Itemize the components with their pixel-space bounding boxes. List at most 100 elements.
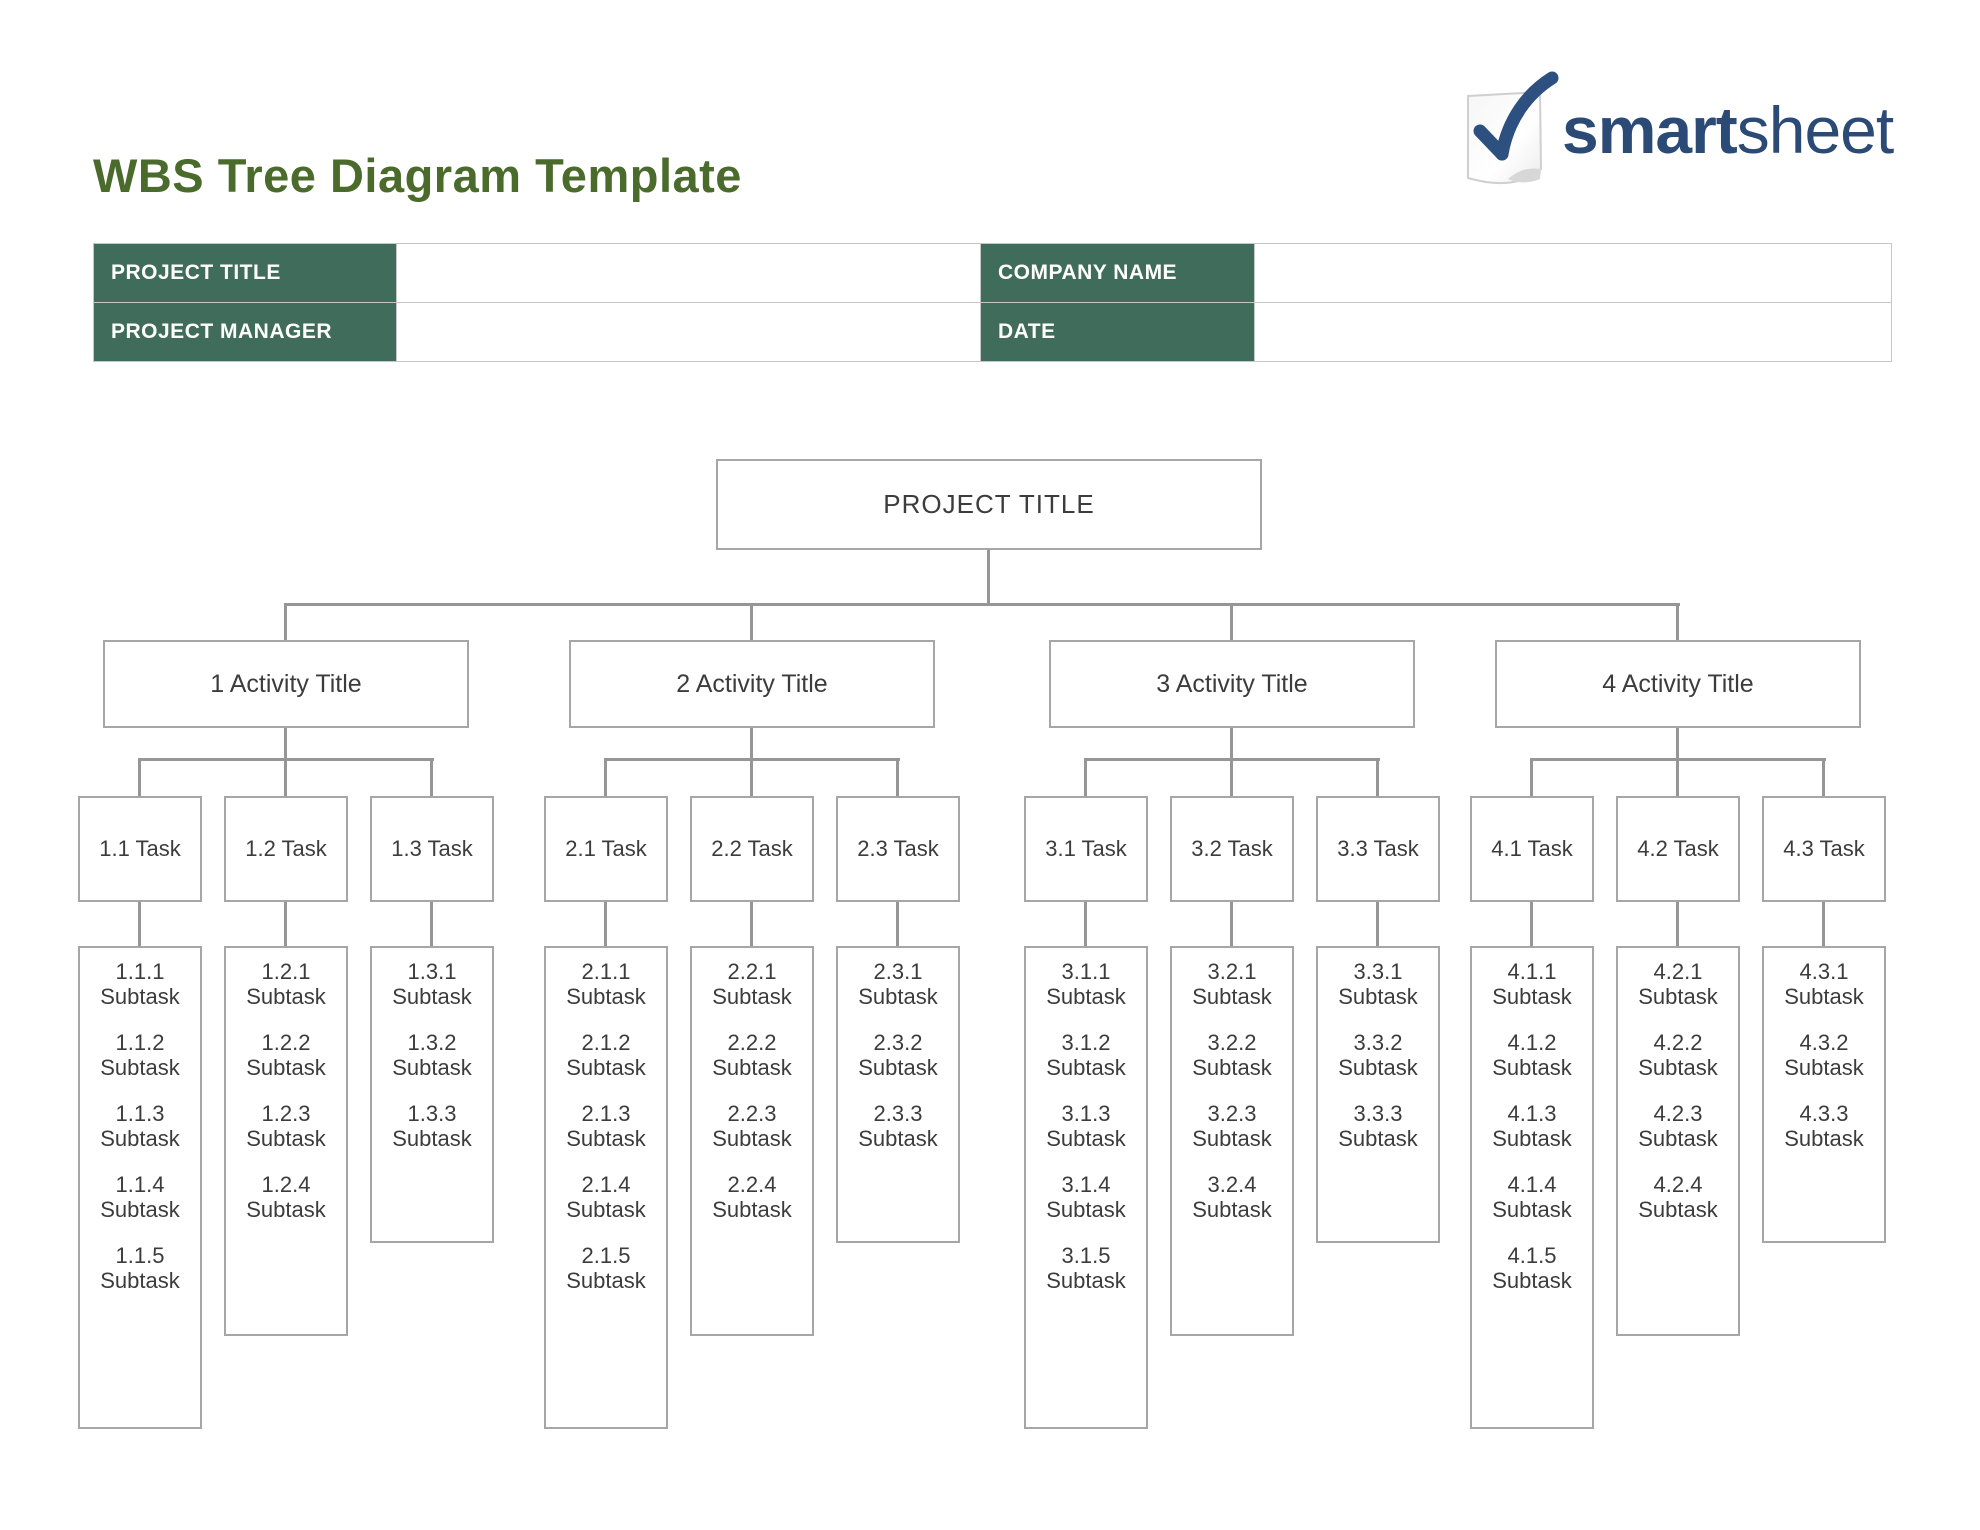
connector-subtask-stub	[430, 902, 433, 946]
project-info-table: PROJECT TITLE COMPANY NAME PROJECT MANAG…	[93, 243, 1892, 362]
subtask-word: Subtask	[1784, 1126, 1864, 1151]
subtask-word: Subtask	[100, 1197, 180, 1222]
subtask-id: 1.2.1	[261, 959, 311, 984]
subtask-id: 1.2.2	[261, 1030, 311, 1055]
subtask-word: Subtask	[566, 1055, 646, 1080]
activity-node-1: 1 Activity Title	[103, 640, 469, 728]
task-node-3-2: 3.2 Task	[1170, 796, 1294, 902]
root-node: PROJECT TITLE	[716, 459, 1262, 550]
activity-node-2: 2 Activity Title	[569, 640, 935, 728]
subtask-word: Subtask	[712, 1126, 792, 1151]
connector-task-stub	[896, 758, 899, 796]
subtask-id: 4.1.2	[1507, 1030, 1557, 1055]
connector-subtask-stub	[896, 902, 899, 946]
connector-level1-horizontal	[284, 603, 1680, 606]
subtask-id: 3.2.1	[1207, 959, 1257, 984]
subtask-id: 2.1.4	[581, 1172, 631, 1197]
connector-group2-trunk	[750, 728, 753, 758]
root-node-label: PROJECT TITLE	[883, 489, 1095, 519]
subtask-id: 3.3.3	[1353, 1101, 1403, 1126]
connector-task-stub	[1084, 758, 1087, 796]
project-title-value-cell[interactable]	[396, 243, 981, 303]
subtask-word: Subtask	[1046, 984, 1126, 1009]
task-label: 3.3 Task	[1337, 836, 1419, 861]
subtask-word: Subtask	[1046, 1268, 1126, 1293]
connector-activity1-stub	[284, 603, 287, 640]
subtask-word: Subtask	[1492, 1126, 1572, 1151]
connector-subtask-stub	[1084, 902, 1087, 946]
subtask-id: 2.1.5	[581, 1243, 631, 1268]
subtask-id: 4.1.1	[1507, 959, 1557, 984]
connector-task-stub	[430, 758, 433, 796]
task-label: 4.3 Task	[1783, 836, 1865, 861]
subtask-word: Subtask	[246, 1197, 326, 1222]
subtask-word: Subtask	[858, 1055, 938, 1080]
company-name-value-cell[interactable]	[1254, 243, 1892, 303]
date-value-cell[interactable]	[1254, 302, 1892, 362]
subtask-word: Subtask	[566, 1268, 646, 1293]
project-manager-value-cell[interactable]	[396, 302, 981, 362]
subtask-word: Subtask	[1492, 984, 1572, 1009]
connector-task-stub	[1676, 758, 1679, 796]
subtask-word: Subtask	[1638, 984, 1718, 1009]
subtask-word: Subtask	[100, 1126, 180, 1151]
subtask-id: 2.3.1	[873, 959, 923, 984]
task-node-1-2: 1.2 Task	[224, 796, 348, 902]
subtask-word: Subtask	[246, 1055, 326, 1080]
subtask-id: 3.2.2	[1207, 1030, 1257, 1055]
subtask-word: Subtask	[1046, 1055, 1126, 1080]
task-node-3-3: 3.3 Task	[1316, 796, 1440, 902]
subtask-id: 2.2.1	[727, 959, 777, 984]
subtask-word: Subtask	[712, 984, 792, 1009]
task-node-2-1: 2.1 Task	[544, 796, 668, 902]
task-label: 1.2 Task	[245, 836, 327, 861]
connector-group4-trunk	[1676, 728, 1679, 758]
project-manager-label-cell: PROJECT MANAGER	[93, 302, 397, 362]
wordmark-sheet: sheet	[1736, 93, 1894, 167]
subtask-id: 4.2.1	[1653, 959, 1703, 984]
subtask-id: 2.1.3	[581, 1101, 631, 1126]
subtask-id: 2.3.3	[873, 1101, 923, 1126]
subtask-id: 1.1.5	[115, 1243, 165, 1268]
subtask-id: 3.2.3	[1207, 1101, 1257, 1126]
subtask-id: 3.1.3	[1061, 1101, 1111, 1126]
smartsheet-logo: smartsheet	[1452, 55, 1932, 190]
smartsheet-checkmark-icon	[1467, 71, 1559, 185]
subtask-word: Subtask	[1492, 1197, 1572, 1222]
subtask-word: Subtask	[1338, 1126, 1418, 1151]
subtask-word: Subtask	[1192, 1126, 1272, 1151]
subtask-word: Subtask	[566, 1126, 646, 1151]
subtask-id: 2.1.2	[581, 1030, 631, 1055]
task-label: 3.2 Task	[1191, 836, 1273, 861]
